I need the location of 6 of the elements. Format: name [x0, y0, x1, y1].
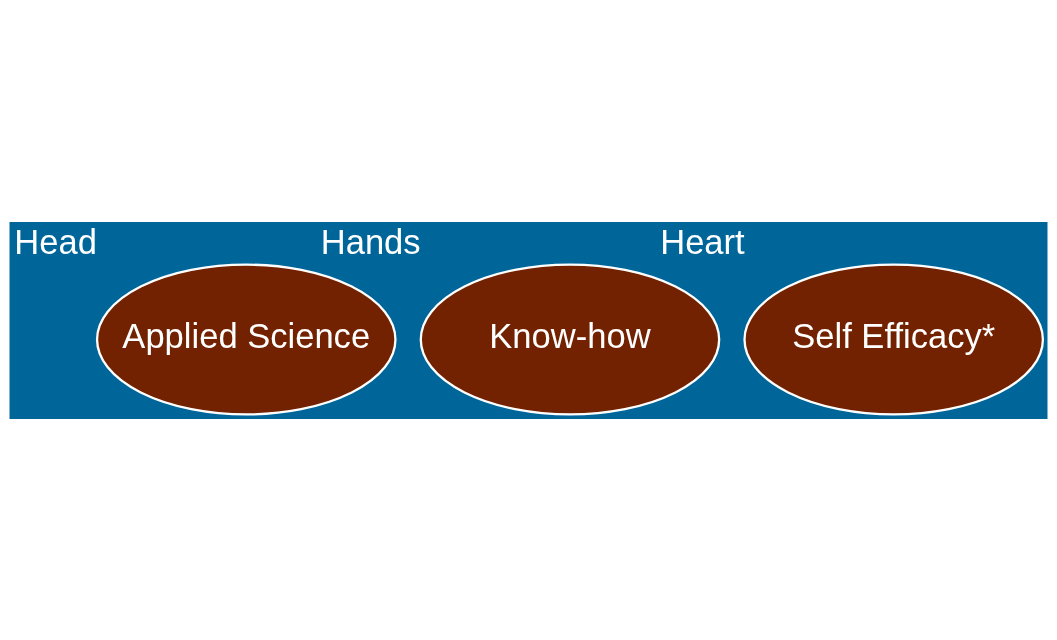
node-label: Heart	[660, 222, 745, 261]
node-ellipse: Know-how	[419, 263, 721, 416]
node-label: Head	[14, 222, 97, 261]
node-ellipse: Applied Science	[95, 263, 397, 416]
node-label: Hands	[320, 222, 421, 261]
node-ellipse: Self Efficacy*	[743, 263, 1045, 416]
